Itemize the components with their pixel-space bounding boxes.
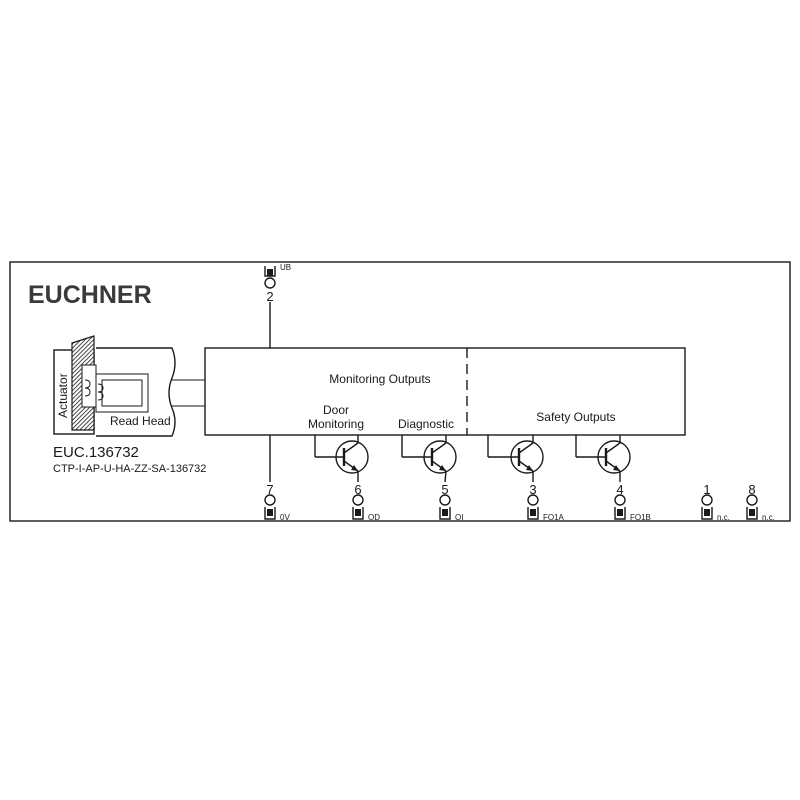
euchner-logo: EUCHNER: [28, 281, 152, 309]
pin-3-signal: FO1A: [543, 513, 565, 522]
actuator-symbol: Actuator: [53, 335, 97, 435]
pin-2-number: 2: [266, 289, 273, 304]
transistor-door-monitoring: [314, 435, 369, 482]
pin-1-signal: n.c.: [717, 513, 730, 522]
order-code: CTP-I-AP-U-HA-ZZ-SA-136732: [53, 463, 206, 475]
pin-4-signal: FO1B: [630, 513, 651, 522]
pin-1: 1 n.c.: [701, 482, 730, 522]
pin-2-signal: UB: [280, 263, 291, 272]
output-transistors: [314, 435, 631, 483]
monitoring-outputs-label: Monitoring Outputs: [329, 372, 430, 386]
pin-8-number: 8: [748, 482, 755, 497]
pin-4-number: 4: [616, 482, 623, 497]
pin-8-signal: n.c.: [762, 513, 775, 522]
electronics-block: [204, 347, 686, 436]
diagnostic-label: Diagnostic: [398, 417, 454, 431]
pin-8: 8 n.c.: [746, 482, 775, 522]
actuator-label: Actuator: [56, 373, 70, 418]
door-monitoring-label-2: Monitoring: [308, 417, 364, 431]
pin-5-signal: OI: [455, 513, 463, 522]
transistor-diagnostic: [401, 435, 457, 483]
pin-6-signal: OD: [368, 513, 380, 522]
read-head-symbol: Read Head: [95, 347, 205, 437]
item-number: EUC.136732: [53, 444, 139, 461]
transistor-safety-fo1a: [487, 435, 544, 482]
transistor-safety-fo1b: [575, 435, 631, 482]
pin-7-signal: 0V: [280, 513, 290, 522]
pin-1-number: 1: [703, 482, 710, 497]
pin-6-number: 6: [354, 482, 361, 497]
safety-outputs-label: Safety Outputs: [536, 410, 615, 424]
pin-5: 5OI: [439, 482, 463, 522]
pin-7: 7 0V: [264, 482, 290, 522]
diagram-frame: [9, 261, 791, 522]
pin-7-number: 7: [266, 482, 273, 497]
pin-6: 6OD: [352, 482, 380, 522]
pin-2-ub: UB 2: [264, 263, 291, 348]
pin-3-number: 3: [529, 482, 536, 497]
pin-5-number: 5: [441, 482, 448, 497]
read-head-label: Read Head: [110, 414, 171, 428]
door-monitoring-label-1: Door: [323, 403, 349, 417]
